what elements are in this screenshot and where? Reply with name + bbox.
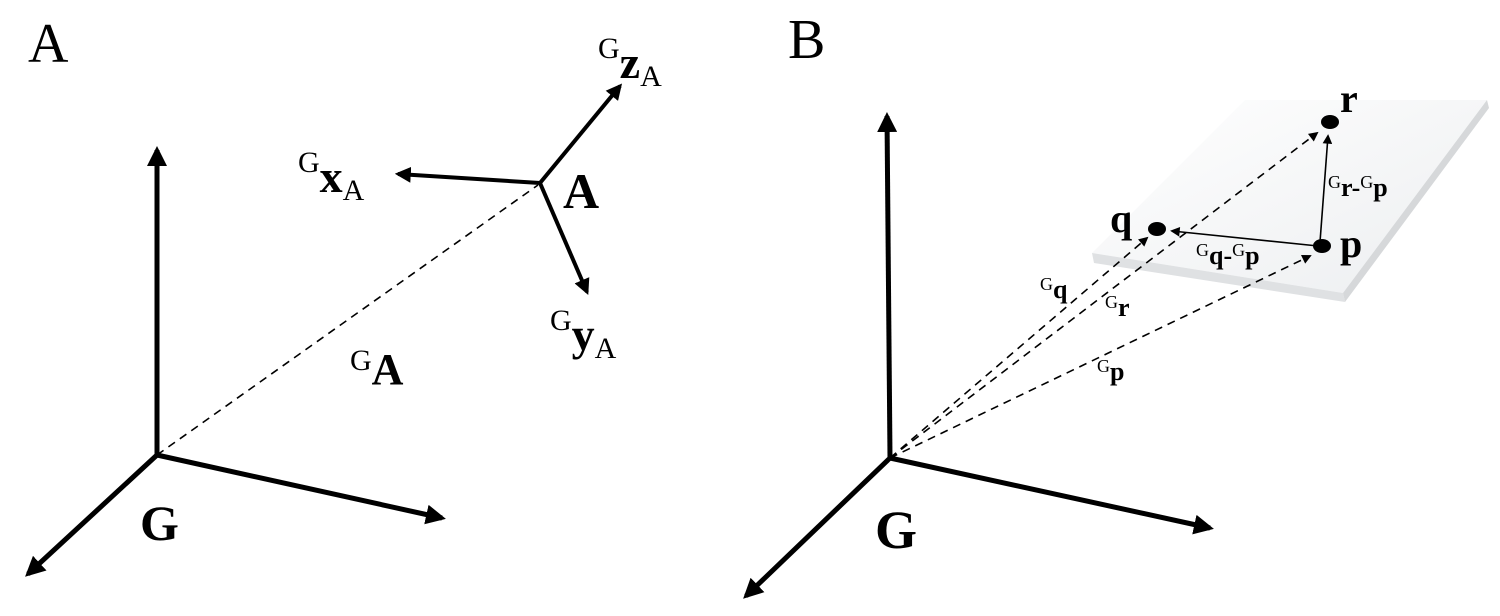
frame-label-a: A bbox=[563, 163, 599, 219]
position-vector-label: GA bbox=[350, 344, 404, 394]
vector-gr-label: Gr bbox=[1105, 292, 1130, 322]
frame-x-axis bbox=[394, 166, 541, 185]
frame-y-axis bbox=[538, 182, 590, 295]
point-p bbox=[1313, 239, 1331, 253]
vector-gr bbox=[889, 131, 1319, 459]
origin-label-g: G bbox=[140, 495, 179, 551]
panel-b: B q p r G Gq Gr Gp Gq-Gp Gr-Gp bbox=[743, 9, 1489, 599]
position-vector-line bbox=[156, 184, 539, 456]
point-q bbox=[1148, 222, 1166, 236]
point-r bbox=[1321, 115, 1339, 129]
global-y-axis-b bbox=[743, 456, 892, 599]
vector-r-minus-p-label: Gr-Gp bbox=[1328, 172, 1388, 202]
global-y-axis bbox=[25, 453, 159, 577]
vector-gq-label: Gq bbox=[1040, 274, 1068, 304]
z-axis-label: GzA bbox=[598, 32, 662, 93]
panel-a: A G A GA GzA GxA GyA bbox=[25, 13, 662, 577]
point-r-label: r bbox=[1340, 76, 1358, 121]
global-x-axis bbox=[156, 452, 446, 525]
vector-gp-label: Gp bbox=[1097, 356, 1124, 386]
global-z-axis-b bbox=[877, 112, 898, 459]
plate-side bbox=[1343, 100, 1489, 302]
vector-q-minus-p-label: Gq-Gp bbox=[1196, 240, 1260, 270]
vector-gq bbox=[889, 236, 1149, 459]
plane-plate bbox=[1092, 100, 1487, 293]
frame-z-axis bbox=[538, 83, 623, 185]
global-x-axis-b bbox=[889, 455, 1214, 535]
panel-b-label: B bbox=[788, 9, 825, 71]
vector-q-minus-p bbox=[1170, 227, 1319, 247]
vector-r-minus-p bbox=[1319, 134, 1333, 243]
panel-a-label: A bbox=[28, 13, 69, 75]
plate-edge bbox=[1092, 253, 1345, 302]
vector-gp bbox=[889, 255, 1312, 459]
point-p-label: p bbox=[1340, 221, 1362, 266]
origin-label-g-b: G bbox=[875, 500, 917, 560]
y-axis-label: GyA bbox=[550, 304, 617, 365]
point-q-label: q bbox=[1110, 196, 1132, 241]
x-axis-label: GxA bbox=[298, 146, 365, 207]
